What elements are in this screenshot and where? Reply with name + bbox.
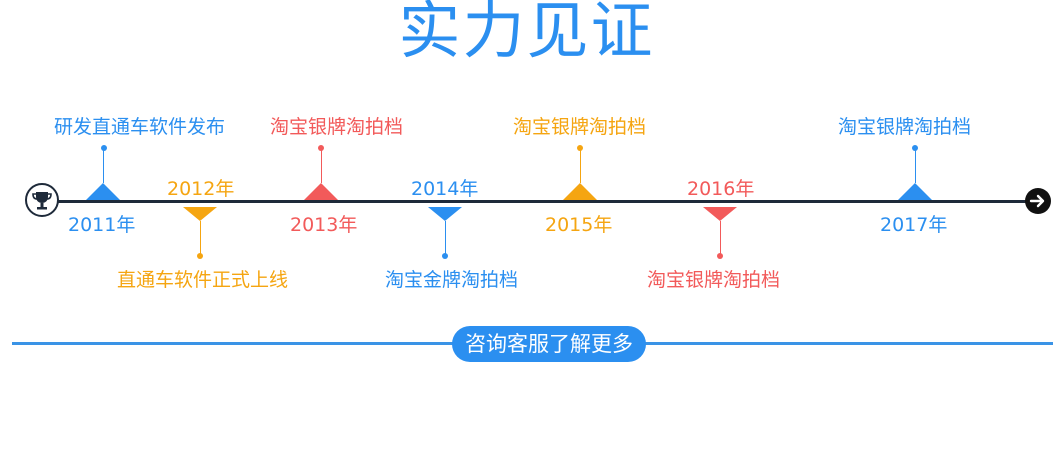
- milestone-event-2011: 研发直通车软件发布: [54, 116, 226, 138]
- milestone-stem: [200, 221, 201, 254]
- milestone-marker: [428, 207, 462, 221]
- timeline-line: [40, 200, 1035, 203]
- milestone-year-2015: 2015年: [545, 214, 613, 236]
- milestone-stem: [720, 221, 721, 254]
- contact-support-button[interactable]: 咨询客服了解更多: [452, 326, 646, 362]
- page-title: 实力见证: [398, 0, 655, 67]
- milestone-dot: [912, 145, 918, 151]
- milestone-event-2016: 淘宝银牌淘拍档: [647, 269, 781, 291]
- milestone-year-2017: 2017年: [880, 214, 948, 236]
- milestone-marker: [703, 207, 737, 221]
- milestone-marker: [898, 183, 932, 200]
- milestone-dot: [442, 253, 448, 259]
- milestone-dot: [318, 145, 324, 151]
- milestone-marker: [86, 183, 120, 200]
- milestone-stem: [915, 149, 916, 183]
- milestone-dot: [197, 253, 203, 259]
- milestone-year-2012: 2012年: [167, 178, 235, 200]
- milestone-stem: [321, 149, 322, 183]
- milestone-event-2015: 淘宝银牌淘拍档: [513, 116, 647, 138]
- trophy-icon: [25, 183, 59, 217]
- milestone-dot: [717, 253, 723, 259]
- milestone-stem: [445, 221, 446, 254]
- milestone-year-2016: 2016年: [687, 178, 755, 200]
- milestone-marker: [304, 183, 338, 200]
- milestone-marker: [563, 183, 597, 200]
- milestone-stem: [103, 149, 104, 183]
- milestone-year-2014: 2014年: [411, 178, 479, 200]
- milestone-event-2017: 淘宝银牌淘拍档: [838, 116, 972, 138]
- milestone-year-2013: 2013年: [290, 214, 358, 236]
- milestone-dot: [101, 145, 107, 151]
- milestone-event-2014: 淘宝金牌淘拍档: [385, 269, 519, 291]
- arrow-right-circle-icon: [1024, 187, 1052, 215]
- milestone-marker: [183, 207, 217, 221]
- milestone-year-2011: 2011年: [68, 214, 136, 236]
- milestone-event-2013: 淘宝银牌淘拍档: [270, 116, 404, 138]
- milestone-event-2012: 直通车软件正式上线: [117, 269, 289, 291]
- milestone-dot: [577, 145, 583, 151]
- milestone-stem: [580, 149, 581, 183]
